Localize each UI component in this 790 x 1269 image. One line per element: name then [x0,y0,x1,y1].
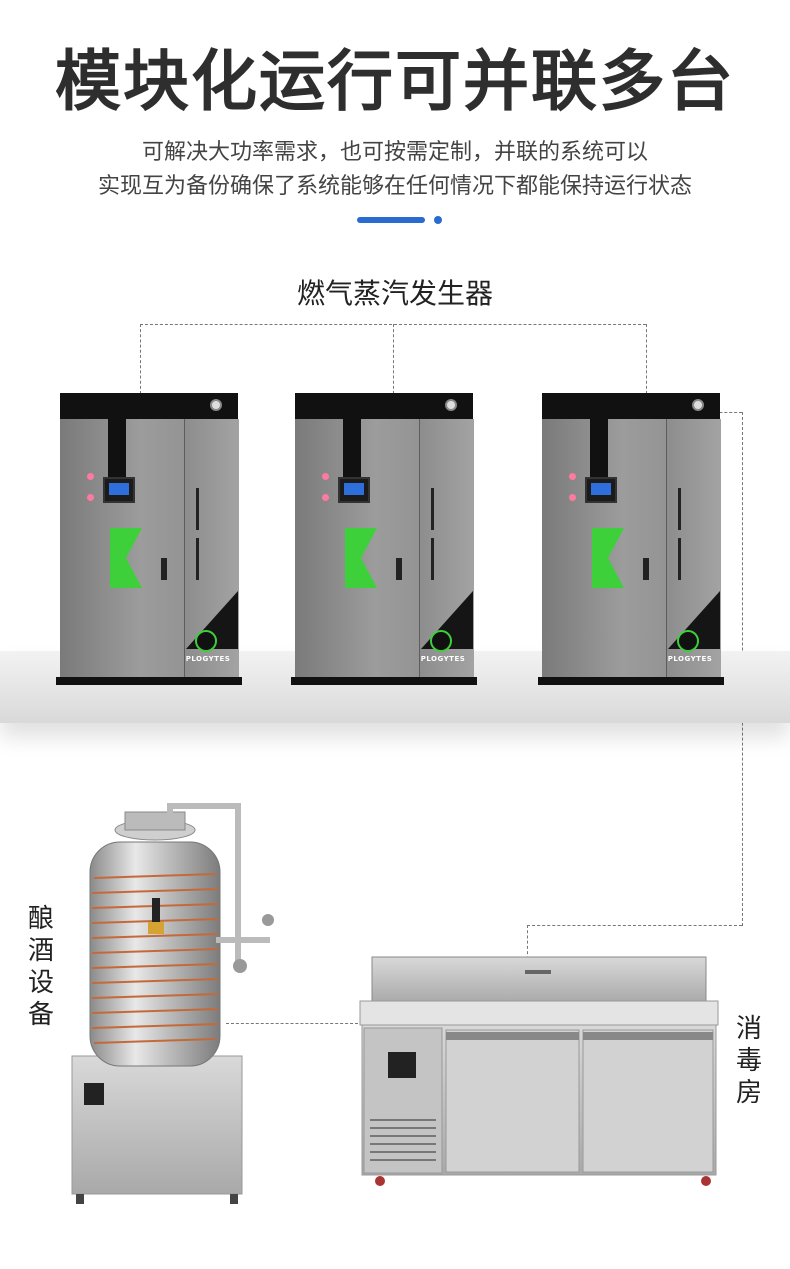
green-panel [592,528,624,588]
pressure-gauge-icon [445,399,457,411]
connection-line-gen3 [646,324,647,394]
page-title: 模块化运行可并联多台 [55,43,735,120]
tank-control-screen [84,1083,104,1105]
steam-generator-3: PLOGYTES [538,393,724,685]
subtitle-line-1: 可解决大功率需求，也可按需定制，并联的系统可以 [141,140,648,165]
brand-logo-icon [195,630,217,652]
connection-line-tank [226,1023,358,1024]
green-panel [110,528,142,588]
brewing-tank [71,803,274,1204]
steam-generator-2: PLOGYTES [291,393,477,685]
brewing-equipment-label: 酿 酒 设 备 [27,904,54,1030]
brand-logo-icon [677,630,699,652]
steam-generator-1: PLOGYTES [56,393,242,685]
connection-line-gen2 [393,324,394,394]
decorative-dot [434,216,442,224]
connection-line-fridge-top [527,925,528,975]
decorative-bar [357,217,425,223]
control-screen-icon [585,477,617,503]
control-screen-icon [103,477,135,503]
subtitle-line-2: 实现互为备份确保了系统能够在任何情况下都能保持运行状态 [97,174,692,199]
green-panel [345,528,377,588]
brand-logo-icon [430,630,452,652]
control-screen-icon [338,477,370,503]
generators-label: 燃气蒸汽发生器 [296,277,493,310]
brand-name: PLOGYTES [667,655,713,663]
cabinet-control-screen [388,1052,416,1078]
disinfection-room-label: 消 毒 房 [735,1014,762,1108]
connection-line-right-bottom [527,925,742,926]
connection-line-gen1 [140,324,141,394]
brand-name: PLOGYTES [420,655,466,663]
brand-name: PLOGYTES [185,655,231,663]
pressure-gauge-icon [692,399,704,411]
pressure-gauge-icon [210,399,222,411]
subtitle: 可解决大功率需求，也可按需定制，并联的系统可以 实现互为备份确保了系统能够在任何… [0,136,790,204]
disinfection-cabinet [359,956,719,1186]
